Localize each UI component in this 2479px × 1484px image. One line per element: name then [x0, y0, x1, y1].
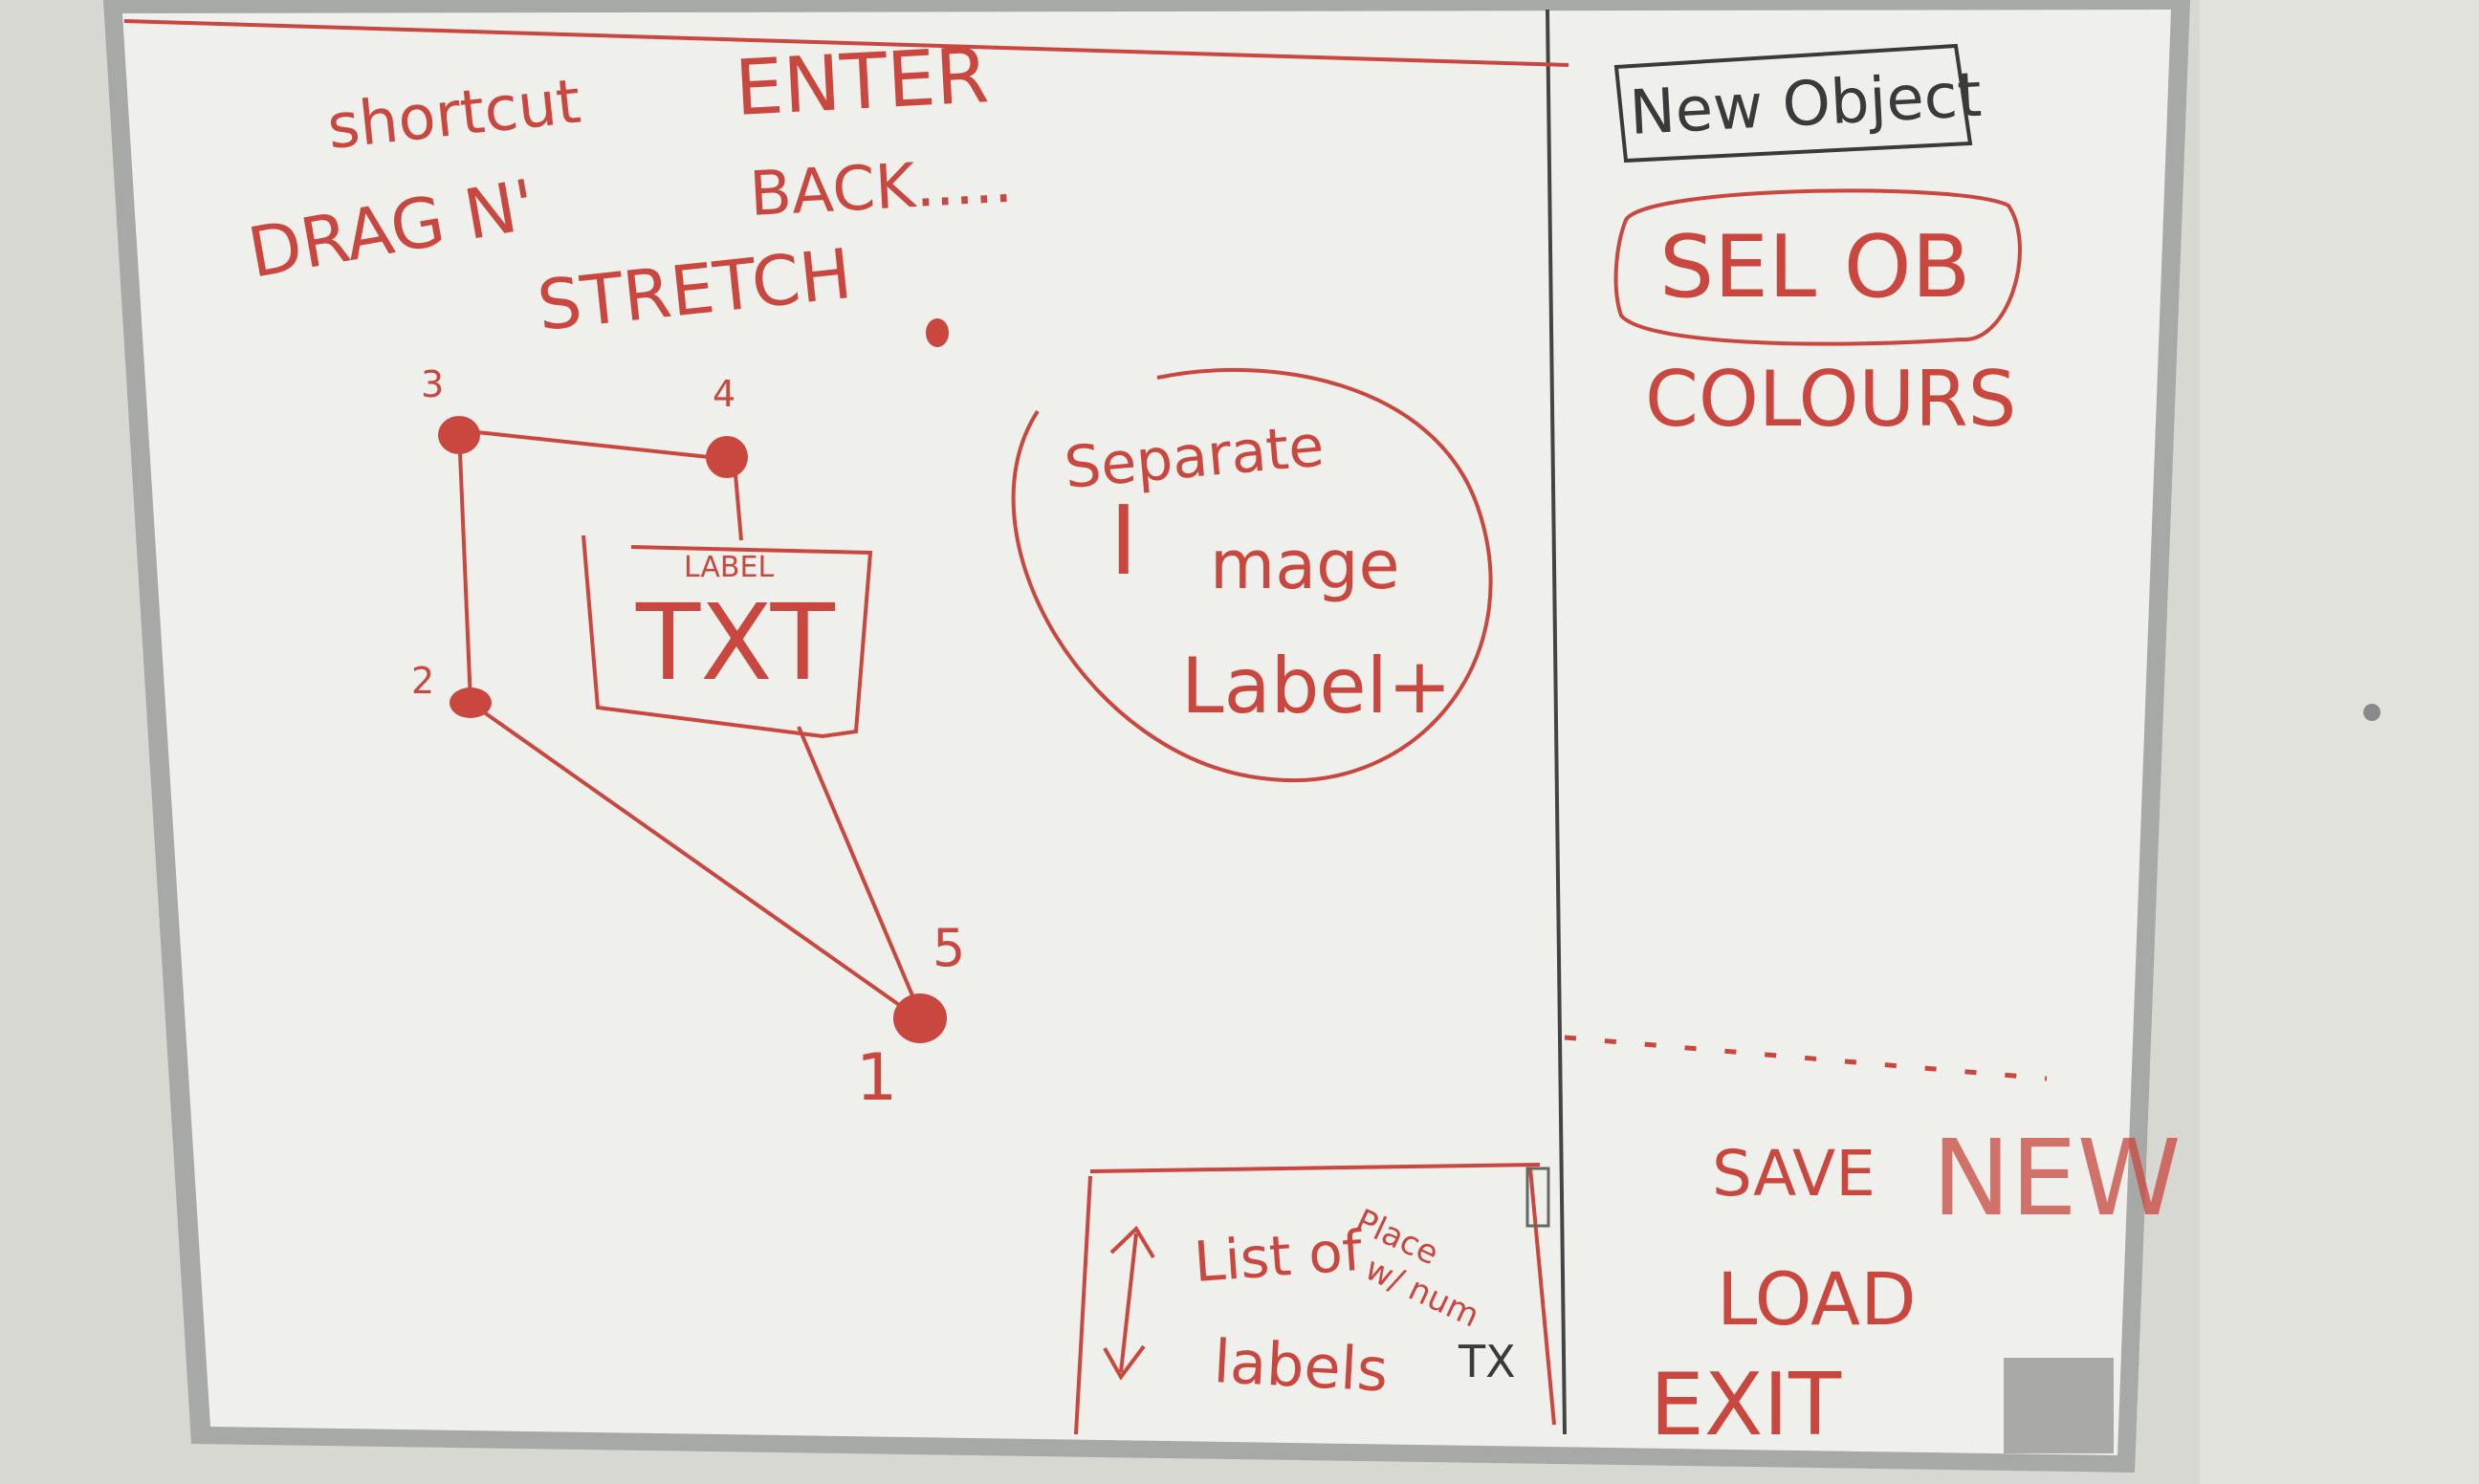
edge-4-box [733, 463, 743, 541]
sel-ob-text: SEL OB [1659, 217, 1970, 317]
idea-bubble-outline [1011, 368, 1493, 783]
vertex-label-4: 4 [713, 373, 735, 415]
idea-label: Label+ [1181, 642, 1452, 731]
list-text-2: labels [1212, 1326, 1390, 1405]
idea-mage: mage [1210, 526, 1400, 604]
vertex-2 [450, 687, 492, 718]
vertex-4 [706, 436, 748, 478]
new-object-box [1613, 43, 1973, 164]
note-enter: ENTER [733, 31, 991, 133]
shape-vertices [438, 416, 947, 1043]
exit-text: EXIT [1650, 1355, 1842, 1455]
wall-right [2200, 0, 2479, 1484]
edge-3-4 [458, 428, 728, 461]
label-box [581, 535, 873, 739]
up-down-arrow [1103, 1225, 1155, 1381]
eraser-smudge [2004, 1358, 2114, 1453]
shape-polygon [457, 428, 922, 1020]
sel-ob-outline [1613, 188, 2022, 346]
note-back: BACK..... [748, 146, 1014, 230]
edge-box-1 [797, 726, 922, 1015]
save-text: SAVE [1712, 1137, 1876, 1211]
list-box-scroll-tab [1525, 1167, 1550, 1228]
label-txt: TXT [635, 581, 836, 704]
edge-2-1 [469, 701, 920, 1020]
vertex-label-2: 2 [411, 660, 434, 702]
top-red-line [123, 19, 1569, 67]
dashed-line [1564, 1035, 2048, 1081]
vertex-label-3: 3 [421, 363, 444, 405]
new-text: NEW [1932, 1117, 2182, 1239]
ink-dot [926, 318, 949, 347]
vertex-label-5: 5 [932, 918, 965, 978]
colours-text: COLOURS [1645, 355, 2016, 444]
vertex-label-1: 1 [856, 1040, 897, 1116]
label-small: LABEL [684, 551, 774, 584]
vertex-3 [438, 416, 480, 454]
wall-screw [2363, 704, 2380, 721]
edge-3-2 [457, 429, 472, 704]
vertex-1 [893, 993, 947, 1043]
idea-i: I [1109, 485, 1138, 597]
list-box [1074, 1163, 1556, 1435]
list-text-1: List of [1192, 1218, 1366, 1295]
load-text: LOAD [1717, 1256, 1917, 1342]
vertical-divider [1546, 9, 1567, 1435]
side-text-3: TX [1458, 1336, 1516, 1387]
